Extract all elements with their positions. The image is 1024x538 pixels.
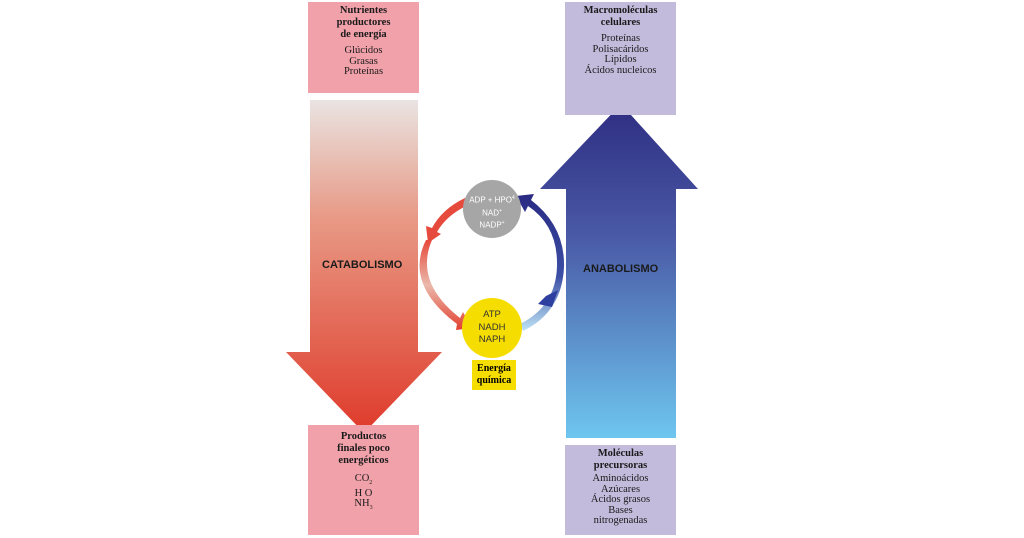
precursor-item: Bases <box>608 504 633 516</box>
macromolecules-box: Macromoléculas celulares Proteínas Polis… <box>565 2 676 115</box>
anabolism-arrow <box>540 104 698 438</box>
cycle-right-arc-body <box>516 194 565 331</box>
precursors-title: Moléculas precursoras <box>593 448 648 471</box>
nutrient-item: Proteínas <box>343 66 384 77</box>
macromolecule-item: Polisacáridos <box>592 43 649 55</box>
atp-label: ATP <box>483 309 501 320</box>
precursor-item: Aminoácidos <box>592 473 649 484</box>
adp-label: ADP + HPO <box>469 195 512 205</box>
end-product-item: NH3 <box>354 498 373 512</box>
anabolism-label: ANABOLISMO <box>583 263 659 275</box>
precursor-item: Ácidos grasos <box>590 494 651 505</box>
nadp-label: NADP <box>479 220 502 230</box>
end-products-box: Productos finales poco energéticos CO2 H… <box>308 425 419 535</box>
cycle-left-arc-shape <box>426 198 466 243</box>
nutrients-box: Nutrientes productores de energía Glúcid… <box>308 2 419 93</box>
nutrient-item: Grasas <box>349 55 378 67</box>
nutrients-title: Nutrientes productores de energía <box>336 5 391 40</box>
end-products-title: Productos finales poco energéticos <box>337 431 390 466</box>
precursors-box: Moléculas precursoras Aminoácidos Azúcar… <box>565 445 676 535</box>
end-product-item: H O <box>354 487 373 499</box>
high-energy-node <box>462 298 522 358</box>
high-energy-node-text: ATP NADH NAPH <box>462 309 522 347</box>
precursor-item: Azúcares <box>600 483 641 495</box>
macromolecule-item: Lípidos <box>604 54 637 65</box>
catabolism-arrow <box>286 100 442 433</box>
catabolism-label: CATABOLISMO <box>322 259 403 271</box>
nad-label: NAD <box>482 208 499 218</box>
precursor-item: nitrogenadas <box>593 515 648 526</box>
cycle-right-arrowhead <box>538 290 558 307</box>
naph-label: NAPH <box>478 334 506 345</box>
low-energy-node-text: ADP + HPO4 NAD+ NADP+ <box>469 195 515 230</box>
macromolecules-title: Macromoléculas celulares <box>583 5 658 28</box>
macromolecule-item: Proteínas <box>600 33 641 44</box>
low-energy-node <box>463 180 521 238</box>
nutrient-item: Glúcidos <box>344 45 383 56</box>
chemical-energy-label: Energía química <box>472 360 516 390</box>
nadh-label: NADH <box>478 321 506 333</box>
end-product-item: CO2 <box>354 473 373 487</box>
macromolecule-item: Ácidos nucleicos <box>584 64 657 76</box>
